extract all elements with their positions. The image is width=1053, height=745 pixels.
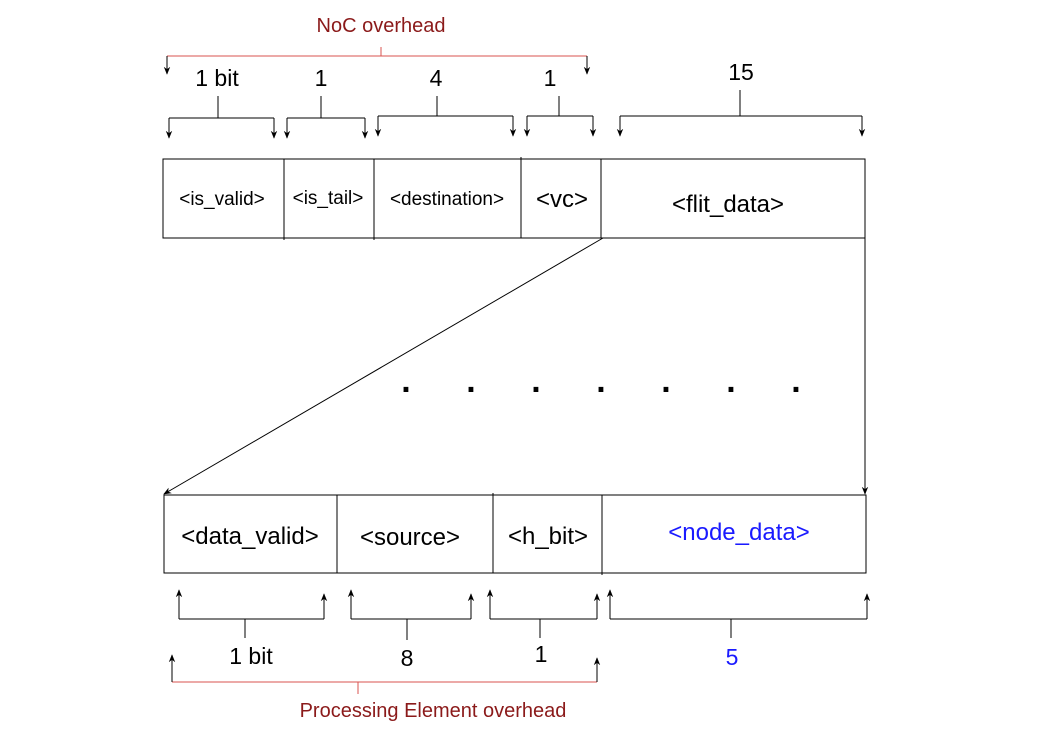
ellipsis-dots: . . . . . . . [401,362,800,400]
field-data-valid: <data_valid> [181,523,318,550]
vc-bracket [523,96,597,137]
ellipsis-dot: . [401,362,410,400]
h-bit-bracket [486,589,601,638]
field-is-tail: <is_tail> [293,188,364,209]
flit-data-width-label: 15 [728,59,754,85]
is-tail-bracket [283,96,369,139]
pe-overhead-label: Processing Element overhead [300,700,567,722]
source-width-label: 8 [401,645,414,671]
ellipsis-dot: . [791,362,800,400]
is-tail-width-label: 1 [315,65,328,91]
vc-width-label: 1 [544,65,557,91]
h-bit-width-label: 1 [535,641,548,667]
field-node-data: <node_data> [668,519,809,546]
ellipsis-dot: . [596,362,605,400]
ellipsis-dot: . [531,362,540,400]
field-h-bit: <h_bit> [508,523,588,550]
pe-overhead-bracket [168,654,601,694]
field-vc: <vc> [536,186,588,213]
node-data-width-label: 5 [726,644,739,670]
node-data-bracket [606,589,871,638]
field-flit-data: <flit_data> [672,191,784,218]
is-valid-bracket [165,96,278,139]
bottom-width-brackets [175,589,871,640]
flit-format-box [162,157,866,240]
noc-overhead-label: NoC overhead [317,15,446,37]
data-valid-bracket [175,589,328,638]
data-valid-width-label: 1 bit [229,643,273,669]
top-width-brackets [165,90,866,139]
field-is-valid: <is_valid> [179,189,265,210]
expansion-arrows [163,237,869,495]
field-source: <source> [360,524,460,551]
ellipsis-dot: . [661,362,670,400]
field-destination: <destination> [390,189,504,210]
noc-overhead-bracket [163,47,591,75]
flit-data-format-box [163,493,867,575]
is-valid-width-label: 1 bit [195,65,239,91]
ellipsis-dot: . [726,362,735,400]
destination-bracket [374,96,517,137]
flit-data-bracket [616,90,866,137]
ellipsis-dot: . [466,362,475,400]
destination-width-label: 4 [430,65,443,91]
source-bracket [347,589,475,640]
